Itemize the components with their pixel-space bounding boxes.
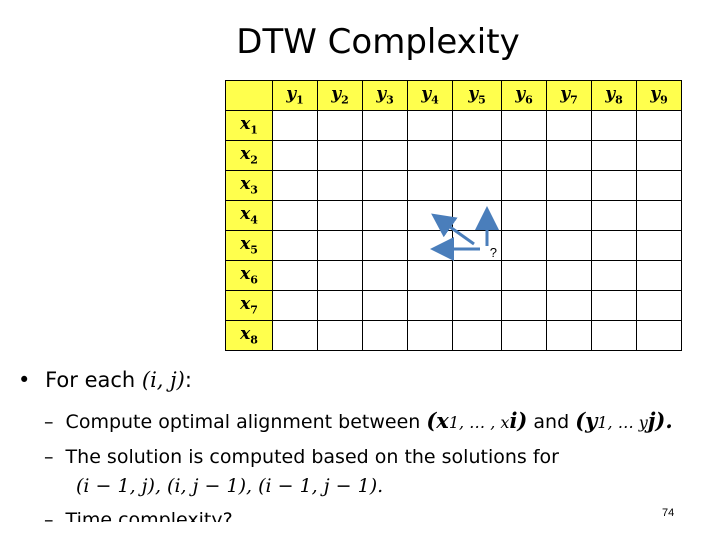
grid-row: x3 bbox=[225, 170, 682, 201]
grid-row: x5? bbox=[225, 230, 682, 261]
row-header: x7 bbox=[225, 290, 273, 321]
grid-cell bbox=[362, 170, 408, 201]
grid-row: x8 bbox=[225, 320, 682, 351]
bullet-compute-alignment: – Compute optimal alignment between (x1,… bbox=[44, 408, 673, 433]
grid-row: x1 bbox=[225, 110, 682, 141]
grid-cell bbox=[362, 110, 408, 141]
bullet-solution-computed: – The solution is computed based on the … bbox=[44, 446, 559, 468]
column-header: y9 bbox=[636, 80, 682, 111]
grid-cell bbox=[317, 320, 363, 351]
dash-icon: – bbox=[44, 509, 54, 522]
grid-cell bbox=[591, 200, 637, 231]
subproblem-list: (i − 1, j), (i, j − 1), (i − 1, j − 1). bbox=[76, 475, 384, 497]
grid-cell bbox=[501, 260, 547, 291]
bullet-time-complexity: – Time complexity? bbox=[44, 509, 233, 522]
grid-cell bbox=[317, 200, 363, 231]
grid-cell bbox=[636, 200, 682, 231]
grid-row: x4 bbox=[225, 200, 682, 231]
row-header: x1 bbox=[225, 110, 273, 141]
page-number: 74 bbox=[662, 507, 675, 519]
bullet-for-each: • For each (i, j): bbox=[18, 368, 192, 392]
row-header: x5 bbox=[225, 230, 273, 261]
grid-cell bbox=[362, 320, 408, 351]
grid-cell bbox=[272, 230, 318, 261]
grid-cell bbox=[407, 320, 453, 351]
grid-cell bbox=[452, 320, 502, 351]
grid-cell bbox=[362, 140, 408, 171]
bullet-dot-icon: • bbox=[18, 368, 31, 392]
grid-cell bbox=[501, 170, 547, 201]
column-header: y5 bbox=[452, 80, 502, 111]
slide-title: DTW Complexity bbox=[236, 22, 520, 62]
grid-cell bbox=[272, 320, 318, 351]
grid-cell bbox=[546, 320, 592, 351]
grid-row: x2 bbox=[225, 140, 682, 171]
grid-cell bbox=[452, 140, 502, 171]
row-header: x6 bbox=[225, 260, 273, 291]
column-header: y6 bbox=[501, 80, 547, 111]
column-header: y7 bbox=[546, 80, 592, 111]
grid-cell bbox=[501, 320, 547, 351]
grid-cell bbox=[591, 320, 637, 351]
grid-cell bbox=[636, 230, 682, 261]
grid-cell bbox=[546, 200, 592, 231]
grid-cell bbox=[636, 290, 682, 321]
row-header: x2 bbox=[225, 140, 273, 171]
grid-cell bbox=[546, 140, 592, 171]
grid-cell bbox=[591, 230, 637, 261]
arrow-diagonal bbox=[431, 213, 475, 246]
row-header: x3 bbox=[225, 170, 273, 201]
grid-cell bbox=[407, 290, 453, 321]
grid-cell bbox=[272, 170, 318, 201]
grid-cell bbox=[317, 230, 363, 261]
grid-cell bbox=[407, 140, 453, 171]
row-header: x8 bbox=[225, 320, 273, 351]
dash-icon: – bbox=[44, 446, 54, 468]
dash-icon: – bbox=[44, 411, 54, 433]
grid-cell bbox=[272, 110, 318, 141]
grid-cell bbox=[272, 200, 318, 231]
corner-cell bbox=[225, 80, 273, 111]
grid-cell bbox=[636, 320, 682, 351]
